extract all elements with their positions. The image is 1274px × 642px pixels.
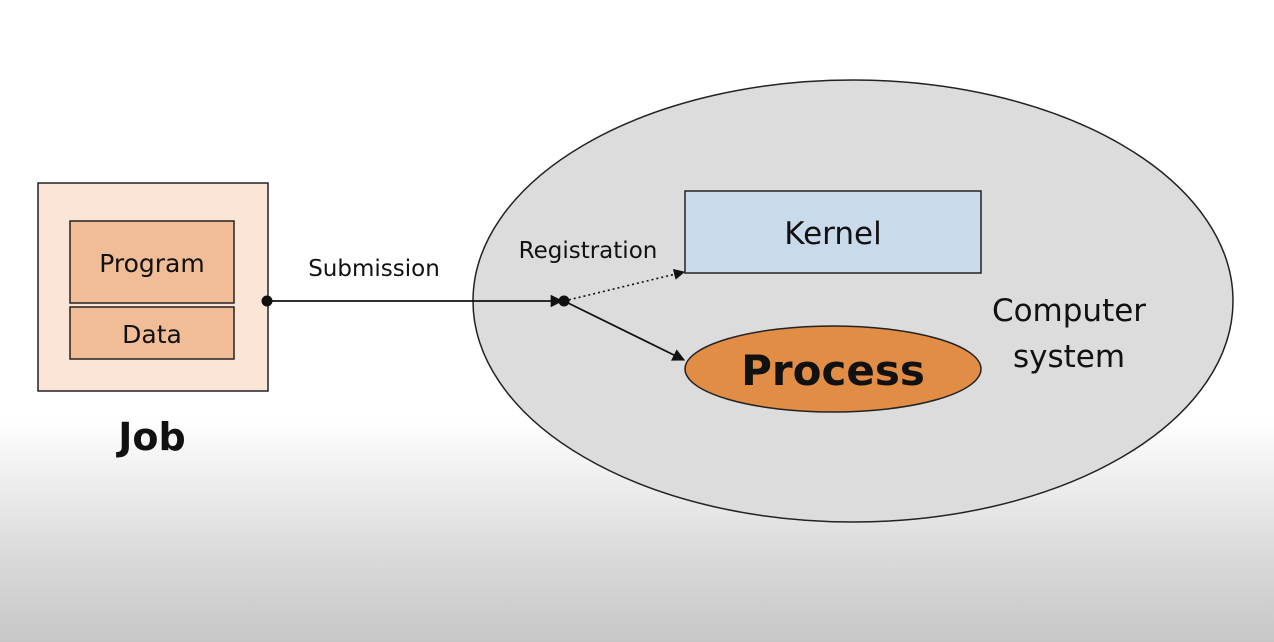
- program-label: Program: [99, 249, 204, 278]
- data-label: Data: [122, 320, 182, 349]
- process-label: Process: [741, 346, 925, 395]
- registration-label: Registration: [519, 238, 658, 264]
- registration-arrow: [563, 268, 686, 302]
- kernel-box: [684, 190, 982, 274]
- submission-label: Submission: [308, 256, 440, 282]
- kernel-label: Kernel: [784, 216, 881, 252]
- process-ellipse: [684, 325, 982, 413]
- computer-system-label-line1: Computer: [992, 293, 1146, 329]
- create-process-arrow: [563, 300, 686, 361]
- submission-start-dot: [261, 295, 273, 307]
- job-box: Program Data: [37, 182, 269, 392]
- job-title: Job: [115, 415, 185, 459]
- program-box: [69, 220, 235, 304]
- computer-system-label-line2: system: [1013, 339, 1125, 375]
- data-box: [69, 306, 235, 360]
